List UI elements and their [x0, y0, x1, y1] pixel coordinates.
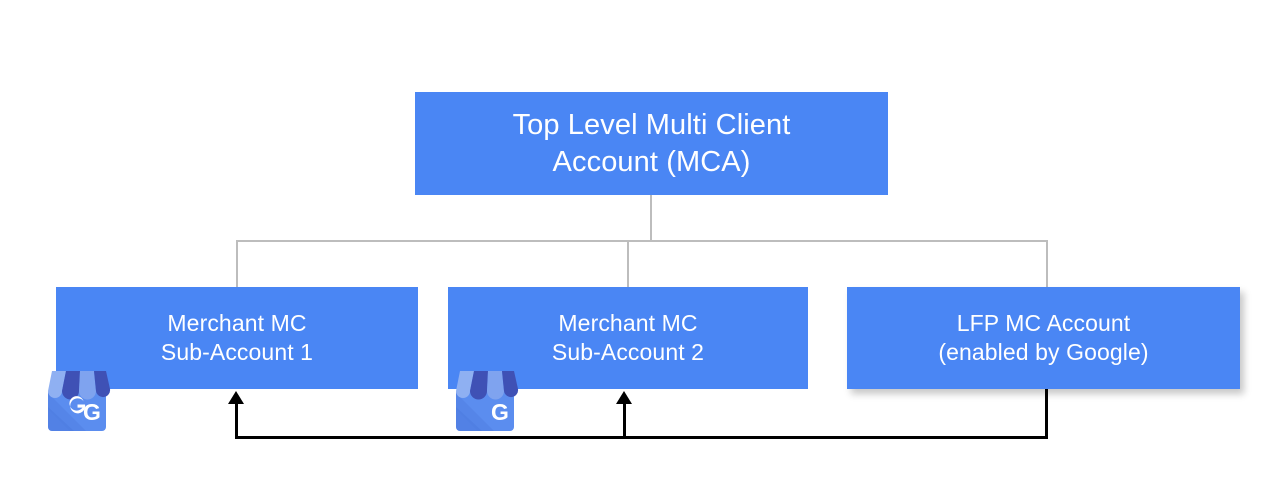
node-top-level-mca-line2: Account (MCA)	[552, 145, 751, 178]
node-merchant-mc-sub-account-1-line1: Merchant MC	[167, 310, 307, 337]
feedback-line-bottom	[235, 436, 1048, 439]
google-my-business-storefront-icon: G	[40, 367, 114, 433]
arrowhead-icon-into-sub2	[616, 391, 632, 404]
svg-text:G: G	[491, 399, 509, 425]
feedback-line-up-sub2	[623, 402, 626, 438]
node-merchant-mc-sub-account-1[interactable]: Merchant MC Sub-Account 1	[56, 287, 418, 389]
connector-top-stem	[650, 195, 652, 242]
node-merchant-mc-sub-account-1-line2: Sub-Account 1	[160, 339, 314, 365]
node-lfp-mc-account-line1: LFP MC Account	[956, 310, 1131, 337]
connector-horizontal-bar	[236, 240, 1048, 242]
node-merchant-mc-sub-account-2-line1: Merchant MC	[558, 310, 698, 337]
node-lfp-mc-account-line2: (enabled by Google)	[938, 339, 1149, 365]
node-merchant-mc-sub-account-2-line2: Sub-Account 2	[551, 339, 705, 365]
arrowhead-icon-into-sub1	[228, 391, 244, 404]
connector-drop-middle	[627, 240, 629, 288]
node-top-level-mca-line1: Top Level Multi Client	[512, 108, 791, 141]
svg-text:G: G	[83, 399, 101, 425]
connector-drop-right	[1046, 240, 1048, 288]
feedback-line-from-lfp	[1045, 389, 1048, 439]
node-lfp-mc-account[interactable]: LFP MC Account (enabled by Google)	[847, 287, 1240, 389]
connector-drop-left	[236, 240, 238, 288]
google-my-business-storefront-icon: G	[448, 367, 522, 433]
node-top-level-mca[interactable]: Top Level Multi Client Account (MCA)	[415, 92, 888, 195]
feedback-line-up-sub1	[235, 402, 238, 438]
